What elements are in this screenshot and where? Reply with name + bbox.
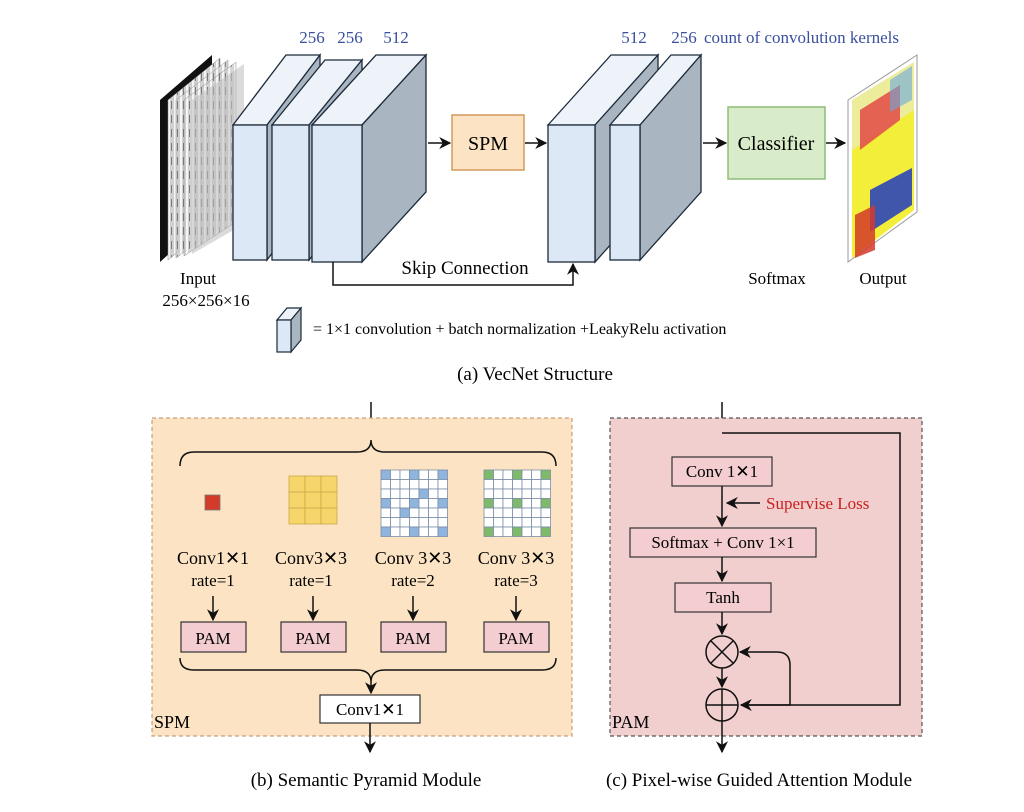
classifier-box-label: Classifier [738, 133, 815, 155]
pam-conv-label: Conv 1✕1 [686, 462, 758, 481]
branch-2-kernel-icon [288, 475, 338, 525]
caption-structure: (a) VecNet Structure [457, 364, 613, 385]
caption-pam: (c) Pixel-wise Guided Attention Module [606, 770, 912, 791]
softmax-label: Softmax [748, 269, 806, 288]
decoder-count-1: 512 [621, 28, 647, 47]
branch-4-kernel-icon [483, 469, 551, 537]
caption-spm: (b) Semantic Pyramid Module [251, 770, 482, 791]
branch-2-rate: rate=1 [289, 571, 333, 590]
add-icon [705, 688, 739, 722]
input-image-stack [160, 55, 244, 262]
spm-panel-label: SPM [154, 712, 190, 732]
kernel-count-2: 256 [337, 28, 363, 47]
legend-block-icon [275, 306, 303, 354]
pam-box-2 [280, 621, 347, 653]
residual-path [722, 432, 901, 711]
pam-tanh-box [674, 582, 772, 613]
branch-4-rate: rate=3 [494, 571, 538, 590]
branch-3-rate: rate=2 [391, 571, 435, 590]
pam-box-1 [180, 621, 247, 653]
branch-3-name: Conv 3✕3 [375, 548, 452, 568]
branch-2-name: Conv3✕3 [275, 548, 347, 568]
kernel-count-1: 256 [299, 28, 325, 47]
decoder-count-2: 256 [671, 28, 697, 47]
branch-4-name: Conv 3✕3 [478, 548, 555, 568]
multiply-icon [705, 635, 739, 669]
branch-1-rate: rate=1 [191, 571, 235, 590]
encoder-block-3 [310, 53, 428, 264]
merge-conv-label: Conv1✕1 [336, 700, 404, 719]
pam-panel-label: PAM [612, 712, 649, 732]
vecnet-structure: 256 256 512 512 256 count of convolution… [160, 28, 918, 385]
pam-box-4-label: PAM [498, 629, 533, 648]
pam-softmax-box [629, 527, 817, 558]
count-caption: count of convolution kernels [704, 28, 899, 47]
decoder-block-2 [608, 53, 703, 262]
pam-tanh-label: Tanh [706, 588, 740, 607]
pam-box-2-label: PAM [295, 629, 330, 648]
branch-1-kernel-icon [204, 494, 221, 511]
spm-box-label: SPM [468, 133, 508, 155]
pam-box-4 [483, 621, 550, 653]
skip-connection-label: Skip Connection [401, 258, 529, 279]
kernel-count-3: 512 [383, 28, 409, 47]
split-brace [179, 439, 557, 467]
legend-text: = 1×1 convolution + batch normalization … [313, 321, 726, 338]
pam-conv-box [671, 456, 773, 487]
pam-softmax-label: Softmax + Conv 1×1 [651, 533, 794, 552]
feedback-arrow [738, 646, 791, 706]
input-size: 256×256×16 [162, 291, 249, 310]
branch-1-name: Conv1✕1 [177, 548, 249, 568]
output-label: Output [859, 269, 907, 288]
pam-box-3-label: PAM [395, 629, 430, 648]
output-map-image [847, 54, 918, 263]
spm-panel: Conv1✕1 rate=1 Conv3✕3 rate=1 Conv 3✕3 r… [151, 402, 573, 791]
pam-box-1-label: PAM [195, 629, 230, 648]
supervise-loss-label: Supervise Loss [766, 494, 869, 513]
merge-conv-box [319, 694, 421, 724]
branch-3-kernel-icon [380, 469, 448, 537]
classifier-box [727, 106, 826, 180]
skip-connection-arrow [332, 262, 579, 286]
pam-box-3 [380, 621, 447, 653]
spm-box [451, 114, 525, 171]
pam-panel: Conv 1✕1 Supervise Loss Softmax + Conv 1… [606, 402, 923, 791]
input-label: Input [180, 269, 216, 288]
